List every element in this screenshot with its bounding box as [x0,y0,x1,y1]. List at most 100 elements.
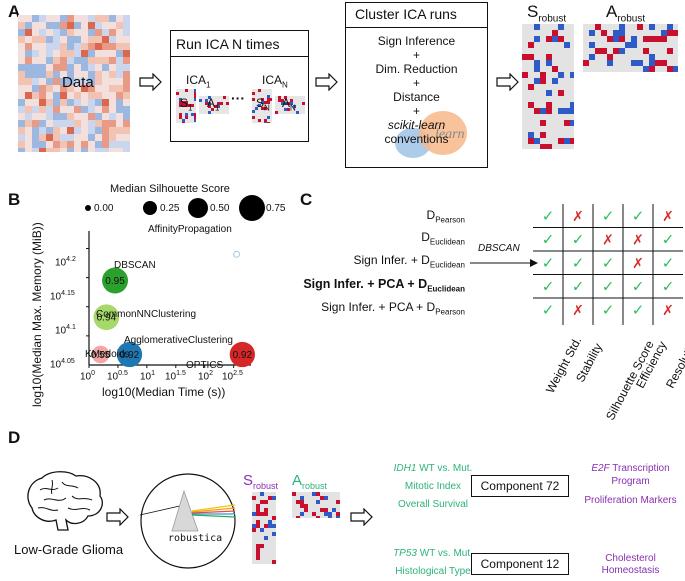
matrix-cell [300,500,304,504]
heat-cell [60,50,67,57]
comp72-right-2: Proliferation Markers [584,495,677,506]
matrix-cell [252,92,255,95]
matrix-cell [264,508,268,512]
heat-cell [67,85,74,92]
matrix-cell [336,500,340,504]
point-name-CommonNNClustering: CommonNNClustering [96,309,197,320]
heat-cell [88,29,95,36]
heat-cell [81,106,88,113]
matrix-cell [179,113,182,116]
heat-cell [102,99,109,106]
matrix-cell [264,512,268,516]
check-icon: ✓ [662,230,675,248]
matrix-cell [552,66,558,72]
ytick-4.2-exp: 4.2 [66,256,76,263]
matrix-cell [260,500,264,504]
matrix-cell [643,36,649,42]
xtick-1.5: 101.5 [165,370,186,382]
heat-cell [67,22,74,29]
matrix-cell [661,30,667,36]
heat-cell [123,78,130,85]
heat-cell [67,99,74,106]
matrix-cell [281,99,284,102]
matrix-cell [667,24,673,30]
matrix-cell [256,552,260,556]
heat-cell [74,92,81,99]
matrix-cell [226,102,229,105]
heat-cell [32,15,39,22]
check-icon: ✓ [572,230,585,248]
size-legend-dot-0 [85,205,91,211]
heat-cell [74,15,81,22]
method-row-label: Sign Infer. + DEuclidean [353,253,465,269]
ica1-sub: 1 [206,80,211,90]
heat-cell [25,85,32,92]
heat-cell [18,148,25,155]
heat-cell [18,29,25,36]
matrix-cell [673,66,679,72]
heat-cell [81,36,88,43]
heat-cell [53,64,60,71]
heat-cell [95,29,102,36]
sN-label: SN [256,96,270,112]
matrix-cell [637,24,643,30]
matrix-cell [264,101,267,104]
xtick-0.5-exp: 0.5 [118,370,128,377]
run-ica-title: Run ICA N times [176,36,279,52]
matrix-cell [528,54,534,60]
heat-cell [32,29,39,36]
matrix-cell [188,104,191,107]
heat-cell [109,113,116,120]
check-icon: ✓ [602,254,615,272]
heat-cell [18,50,25,57]
evaluation-grid: ✓✗✓✓✗✓✓✗✗✓✓✓✓✗✓✓✓✓✓✓✓✗✓✓✗ [533,204,683,325]
brain-icon [27,471,103,531]
heat-cell [25,106,32,113]
xtick-1.5-base: 10 [165,371,177,383]
heat-cell [18,71,25,78]
matrix-cell [255,107,258,110]
ica1-text: ICA [186,73,207,87]
matrix-cell [185,101,188,104]
method-row-label: Sign Infer. + PCA + DPearson [321,300,465,316]
s-robust-title: Srobust [527,2,566,24]
comp72-left-2: Overall Survival [397,499,469,510]
heat-cell [81,43,88,50]
heat-cell [67,71,74,78]
matrix-cell [540,132,546,138]
s-robust-sub: robust [538,13,567,25]
heat-cell [39,43,46,50]
heat-cell [67,141,74,148]
matrix-cell [260,544,264,548]
matrix-cell [223,96,226,99]
column-header: Resolution [663,333,685,391]
check-icon: ✓ [602,301,615,319]
arrow-right-icon [350,508,373,526]
check-icon: ✓ [542,277,555,295]
heat-cell [18,120,25,127]
a-robust-matrix-svg [583,24,679,72]
icaN-sub: N [282,80,288,90]
ytick-4.15-exp: 4.15 [61,290,75,297]
s-robust-matrix [522,24,576,150]
heat-cell [18,78,25,85]
heat-cell [123,15,130,22]
heat-cell [25,15,32,22]
d-s-robust-sub: robust [253,481,279,491]
panel-b-letter: B [8,190,21,209]
heat-cell [25,120,32,127]
xtick-2-exp: 2 [209,370,214,377]
point-value-label: 0.92 [120,350,140,361]
matrix-cell [256,556,260,560]
matrix-cell [607,36,613,42]
heat-cell [123,148,130,155]
heat-cell [25,36,32,43]
heat-cell [116,57,123,64]
matrix-cell [522,72,528,78]
heat-cell [74,50,81,57]
matrix-cell [631,42,637,48]
heat-cell [25,99,32,106]
heat-cell [60,64,67,71]
heat-cell [74,71,81,78]
heat-cell [32,22,39,29]
